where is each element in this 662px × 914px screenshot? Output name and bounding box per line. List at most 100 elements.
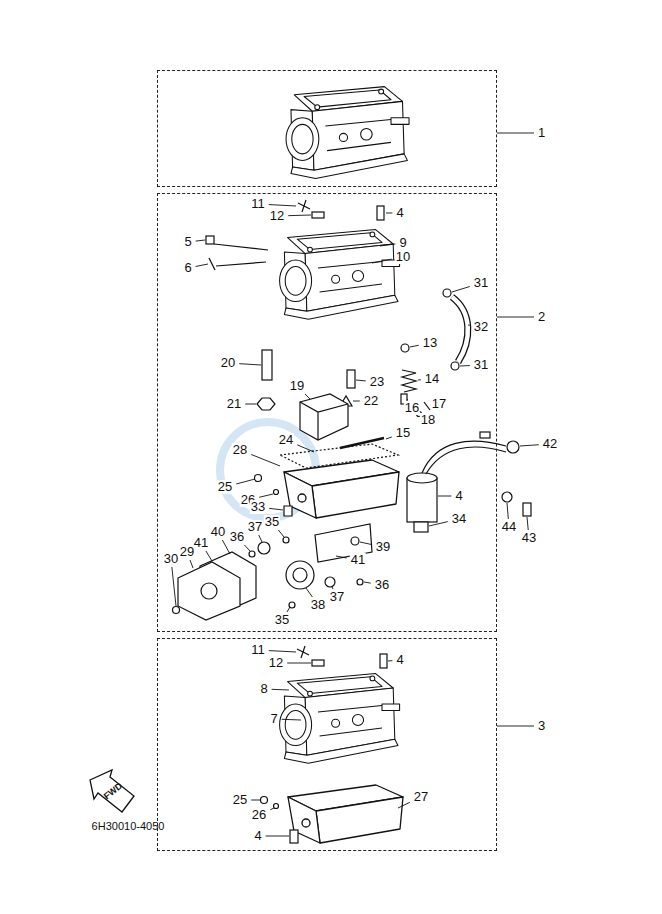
callout-number: 11 <box>250 643 266 657</box>
leader-line <box>172 567 176 606</box>
callout-number: 31 <box>473 358 489 372</box>
leader-line <box>239 364 261 365</box>
callout-number: 37 <box>329 590 345 604</box>
leader-line <box>332 587 333 589</box>
callout-number: 30 <box>163 552 179 566</box>
screw <box>206 236 214 244</box>
leader-line <box>288 215 311 217</box>
solenoid-plunger <box>414 522 428 532</box>
screw-head <box>255 475 262 482</box>
leader-line <box>418 379 421 380</box>
screw <box>173 607 180 614</box>
solenoid-top <box>407 473 437 483</box>
leader-line <box>360 542 372 545</box>
leader-line <box>336 556 347 558</box>
callout-number: 9 <box>398 236 407 250</box>
needle-parts <box>257 289 468 468</box>
float-pin <box>340 438 384 448</box>
group-frame: 2 <box>157 193 497 632</box>
callout-number: 12 <box>268 656 284 670</box>
float <box>300 394 348 440</box>
callout-number: 5 <box>183 235 192 249</box>
screw <box>298 200 310 212</box>
screw <box>380 654 387 668</box>
callout-number: 39 <box>375 540 391 554</box>
leader-line <box>190 560 193 568</box>
leader-line <box>452 286 470 292</box>
callout-number: 35 <box>264 515 280 529</box>
leader-line <box>236 479 255 484</box>
callout-number: 42 <box>542 437 558 451</box>
spring <box>402 370 416 392</box>
leader-line <box>398 802 410 808</box>
callout-number: 12 <box>269 209 285 223</box>
callout-number: 19 <box>289 379 305 393</box>
solenoid-body <box>407 478 437 522</box>
valve <box>249 551 255 557</box>
float-edge <box>300 402 348 440</box>
callout-number: 8 <box>259 682 268 696</box>
leader-line <box>305 394 310 399</box>
direction-mark: FWD <box>100 779 126 804</box>
washer <box>502 492 512 502</box>
o-ring <box>325 577 335 587</box>
callout-number: 4 <box>395 206 404 220</box>
leader-line <box>356 380 366 382</box>
callout-number: 11 <box>250 197 266 211</box>
wire <box>426 447 506 474</box>
leader-line <box>353 401 360 402</box>
valve <box>357 579 363 585</box>
pump-cover <box>178 562 240 620</box>
washer <box>401 344 409 352</box>
callout-number: 4 <box>454 489 463 503</box>
leader-line <box>438 496 451 497</box>
leader-line <box>468 325 470 326</box>
leader-line <box>372 259 392 263</box>
main-jet <box>347 370 355 388</box>
leader-line <box>251 454 280 466</box>
jet <box>262 350 272 380</box>
leader-line <box>206 551 212 561</box>
callout-number: 15 <box>395 426 411 440</box>
group-number: 1 <box>537 126 546 140</box>
leader-line <box>386 437 392 439</box>
callout-number: 33 <box>250 500 266 514</box>
o-ring <box>258 542 270 554</box>
callout-number: 44 <box>501 520 517 534</box>
o-ring <box>274 804 279 809</box>
leader-line <box>287 663 311 664</box>
carburetor <box>280 674 400 764</box>
pilot-screw <box>312 212 324 218</box>
callout-number: 25 <box>217 480 233 494</box>
direction-arrow <box>90 770 134 812</box>
hose-clip <box>451 362 459 370</box>
float-bowl <box>284 460 399 518</box>
carburetor <box>286 87 409 179</box>
wire-clip <box>507 441 519 453</box>
check-ball <box>283 537 289 543</box>
callout-number: 43 <box>521 531 537 545</box>
group-frame: 3 <box>157 638 497 851</box>
leader-line <box>297 445 314 452</box>
leader-line <box>497 317 534 318</box>
callout-number: 22 <box>363 394 379 408</box>
group-frame: 1 <box>157 70 497 187</box>
diaphragm-center <box>293 568 307 582</box>
leader-line <box>410 345 419 347</box>
leader-line <box>278 530 284 537</box>
callout-number: 18 <box>420 413 436 427</box>
leader-line <box>282 719 301 721</box>
screw-head <box>261 797 268 804</box>
leader-line <box>270 808 274 810</box>
leader-line <box>269 205 296 206</box>
nut <box>257 398 275 410</box>
leader-line <box>407 399 409 400</box>
callout-number: 38 <box>310 598 326 612</box>
callout-number: 25 <box>232 793 248 807</box>
accelerator-pump <box>173 524 373 620</box>
leader-line <box>251 800 260 801</box>
leader-line <box>245 404 256 405</box>
leader-line <box>507 503 508 519</box>
